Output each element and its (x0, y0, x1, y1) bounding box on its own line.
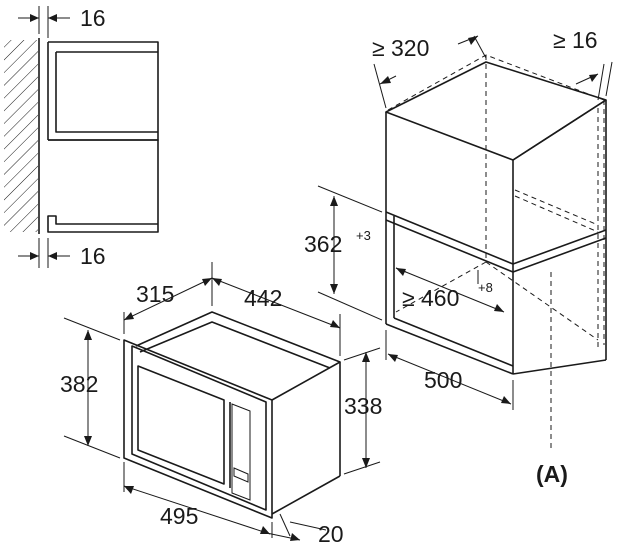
upper-cabinet-profile (48, 41, 159, 141)
dim-niche-side-min: ≥ 16 (553, 27, 598, 53)
callout-a: (A) (536, 461, 568, 487)
dim-device-depth: 315 (136, 281, 174, 307)
dim-niche-height-tol: +3 (356, 228, 371, 243)
side-view-detail: 16 16 (4, 5, 159, 269)
dim-wall-gap-top: 16 (80, 5, 106, 31)
display-icon (233, 467, 249, 483)
dim-niche-width-min: ≥ 320 (372, 35, 429, 61)
door-window (137, 365, 225, 485)
lower-cabinet-profile (47, 139, 159, 233)
device-front-frame (123, 339, 273, 519)
control-panel (231, 403, 251, 501)
upper-cabinet (385, 61, 607, 161)
dim-cabinet-depth: 500 (424, 367, 462, 393)
dim-device-width-body: 442 (244, 285, 282, 311)
dim-device-width-front: 495 (160, 503, 198, 529)
cabinet-niche: ≥ 320 ≥ 16 362 +3 ≥ 460 ≥ 460 +8 500 ( (304, 27, 613, 487)
dim-device-frame: 20 (318, 521, 344, 547)
dim-wall-gap-bottom: 16 (80, 243, 106, 269)
dim-device-height-body: 338 (344, 393, 382, 419)
wall-hatching (4, 40, 38, 232)
dim-niche-height: 362 (304, 231, 342, 257)
svg-text:≥ 460: ≥ 460 (402, 285, 459, 311)
microwave-device: 315 442 382 338 495 20 (60, 262, 382, 547)
dim-niche-depth-tol: +8 (478, 280, 493, 295)
dim-device-height-front: 382 (60, 371, 98, 397)
